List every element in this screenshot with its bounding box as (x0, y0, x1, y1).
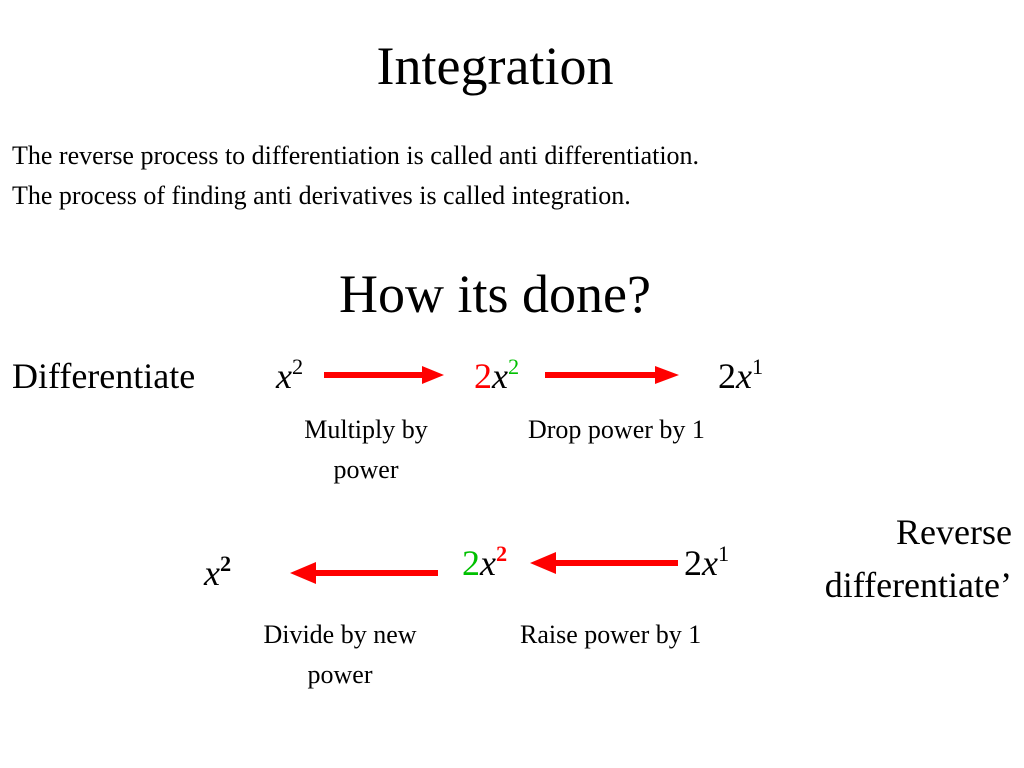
diff-term3-power: 1 (751, 354, 764, 380)
diff-term-2x-squared: 2x2 (474, 354, 520, 402)
rev-term3-power: 1 (717, 541, 730, 567)
rev-term2-base: x (480, 543, 496, 583)
rev-term1-base: x (204, 553, 220, 593)
diff-step2: Drop power by 1 (528, 415, 705, 444)
rev-term3-base: x (702, 543, 718, 583)
rev-step1-line2: power (307, 660, 373, 689)
diff-arrow-1-head (422, 366, 444, 384)
slide-title: Integration (376, 36, 614, 96)
rev-term-2x-power-1: 2x1 (684, 541, 730, 589)
diff-term3-coef: 2 (718, 356, 736, 396)
diff-term-2x-power-1: 2x1 (718, 354, 764, 402)
rev-term-2x-squared: 2x2 (462, 541, 508, 589)
diff-term2-power: 2 (507, 354, 520, 380)
rev-arrow-1-head (290, 562, 316, 584)
diff-term-x-squared: x2 (276, 354, 304, 402)
intro-line-2: The process of finding anti derivatives … (12, 181, 631, 210)
rev-step2: Raise power by 1 (520, 620, 702, 649)
diff-step1-line1: Multiply by (304, 415, 428, 444)
reverse-label-line2: differentiate’ (824, 565, 1012, 605)
diff-arrow-right-1 (324, 366, 444, 384)
rev-arrow-left-2 (530, 552, 678, 574)
rev-term1-power: 2 (219, 551, 232, 577)
differentiate-label: Differentiate (12, 356, 196, 396)
rev-term3-coef: 2 (684, 543, 702, 583)
rev-arrow-left-1 (290, 562, 438, 584)
diff-arrow-2-head (655, 366, 679, 384)
section-heading: How its done? (339, 264, 651, 324)
rev-term-x-squared: x2 (204, 551, 232, 599)
reverse-label-line1: Reverse (896, 512, 1012, 552)
diff-term2-base: x (492, 356, 508, 396)
diff-term1-power: 2 (291, 354, 304, 380)
diff-step1-line2: power (333, 455, 399, 484)
rev-term2-coef: 2 (462, 543, 480, 583)
rev-arrow-2-head (530, 552, 556, 574)
diff-term3-base: x (736, 356, 752, 396)
diff-term2-coef: 2 (474, 356, 492, 396)
intro-line-1: The reverse process to differentiation i… (12, 141, 700, 170)
diff-term1-base: x (276, 356, 292, 396)
diff-arrow-right-2 (545, 366, 679, 384)
rev-step1-line1: Divide by new (263, 620, 417, 649)
rev-term2-power: 2 (495, 541, 508, 567)
